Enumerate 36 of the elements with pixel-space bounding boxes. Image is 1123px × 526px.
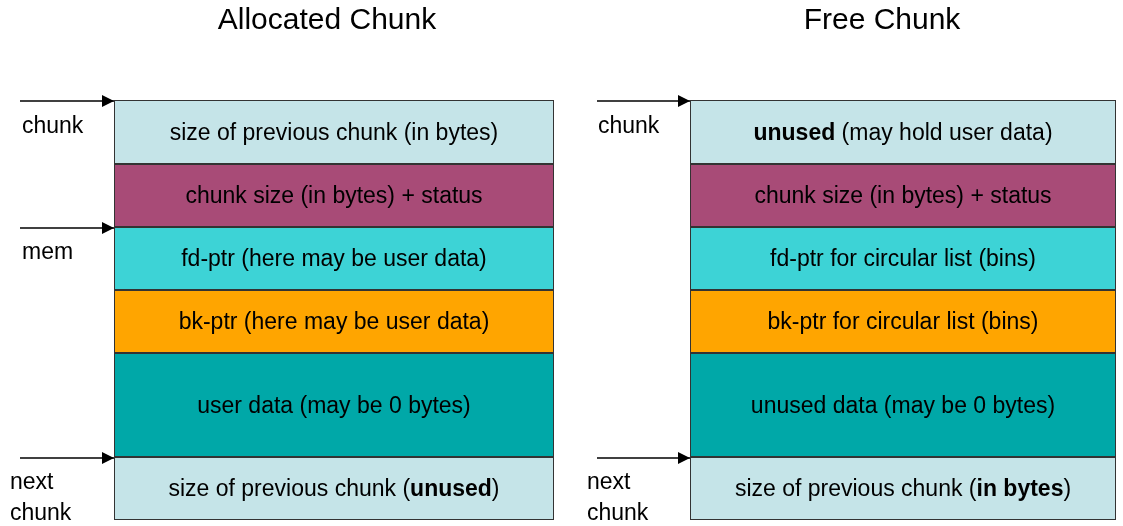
pointer-arrow [19, 452, 115, 464]
memory-field-box [690, 227, 1116, 290]
memory-field-box [690, 353, 1116, 457]
memory-field-box [690, 164, 1116, 227]
field-label: chunk size (in bytes) + status [185, 181, 483, 210]
pointer-arrow [596, 452, 691, 464]
memory-field-box [690, 457, 1116, 520]
field-label: size of previous chunk (in bytes) [169, 117, 499, 147]
field-label: size of previous chunk (in bytes) [734, 474, 1072, 503]
column-heading: Allocated Chunk [216, 2, 438, 36]
pointer-arrow [19, 95, 115, 107]
field-label: size of previous chunk (unused) [168, 474, 500, 503]
field-label: unused data (may be 0 bytes) [750, 390, 1056, 420]
field-label: bk-ptr for circular list (bins) [767, 307, 1039, 336]
field-label: unused (may hold user data) [753, 117, 1053, 147]
pointer-label: chunk [598, 111, 661, 140]
field-label: fd-ptr (here may be user data) [181, 244, 487, 273]
pointer-label: mem [22, 237, 75, 266]
memory-field-box [114, 457, 554, 520]
memory-field-box [690, 290, 1116, 353]
memory-field-box [114, 227, 554, 290]
field-label: fd-ptr for circular list (bins) [770, 244, 1036, 273]
memory-field-box [114, 164, 554, 227]
column-heading: Free Chunk [802, 2, 962, 36]
field-label: user data (may be 0 bytes) [197, 390, 471, 420]
memory-field-box [114, 290, 554, 353]
memory-field-box [114, 353, 554, 457]
memory-field-box [690, 100, 1116, 164]
pointer-label: next chunk [10, 467, 73, 526]
field-label: chunk size (in bytes) + status [754, 181, 1052, 210]
pointer-arrow [19, 222, 115, 234]
pointer-label: next chunk [587, 467, 650, 526]
memory-field-box [114, 100, 554, 164]
pointer-arrow [596, 95, 691, 107]
pointer-label: chunk [22, 111, 85, 140]
field-label: bk-ptr (here may be user data) [178, 307, 490, 336]
